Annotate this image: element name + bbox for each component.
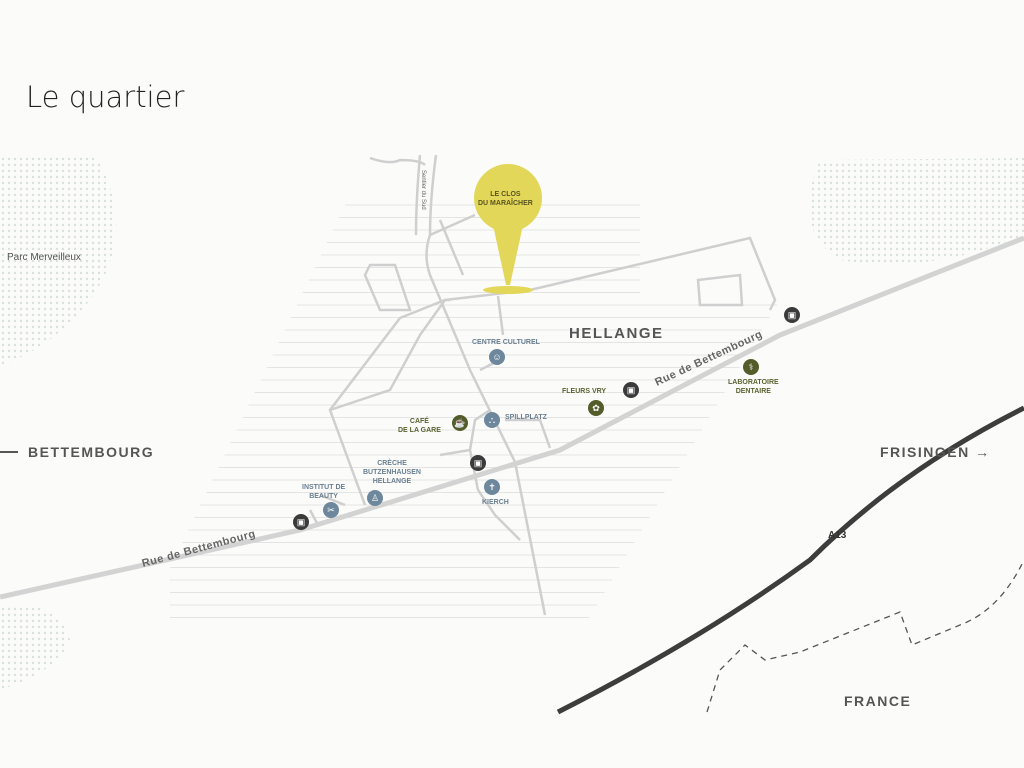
poi-label-institut-line2: BEAUTY (309, 493, 338, 500)
rue-de-bettembourg-road (0, 235, 1024, 600)
church-cross-icon[interactable]: ✝ (484, 479, 500, 495)
project-label: LE CLOS DU MARAÎCHER (478, 190, 533, 208)
border-line (706, 559, 1024, 713)
page-title: Le quartier (26, 80, 185, 114)
project-pin[interactable] (474, 164, 542, 232)
poi-label-spillplatz: SPILLPLATZ (505, 414, 547, 421)
poi-label-labo-line1: LABORATOIRE (728, 379, 779, 386)
flower-icon[interactable]: ✿ (588, 400, 604, 416)
child-icon[interactable]: ♙ (367, 490, 383, 506)
residential-hatch (170, 204, 777, 618)
poi-label-creche-line2: BUTZENHAUSEN (363, 469, 421, 476)
forest-area (0, 604, 70, 690)
road-label-a13: A13 (828, 530, 847, 541)
road-label-sentier: Sentier du Sud (420, 170, 426, 210)
poi-label-labo: LABORATOIRE DENTAIRE (728, 378, 779, 396)
beauty-icon[interactable]: ✂ (323, 502, 339, 518)
town-frisingen-label: FRISINGEN (880, 444, 970, 460)
project-label-line1: LE CLOS (490, 191, 521, 198)
poi-label-creche-line1: CRÈCHE (377, 460, 407, 467)
bus-stop-icon[interactable]: ▣ (784, 307, 800, 323)
poi-label-institut: INSTITUT DE BEAUTY (302, 483, 345, 501)
bus-stop-icon[interactable]: ▣ (293, 514, 309, 530)
project-pin-base (483, 286, 533, 294)
streets (308, 154, 777, 616)
project-label-line2: DU MARAÎCHER (478, 200, 533, 207)
bus-stop-icon[interactable]: ▣ (470, 455, 486, 471)
poi-label-institut-line1: INSTITUT DE (302, 484, 346, 491)
playground-icon[interactable]: ⛬ (484, 412, 500, 428)
theater-icon[interactable]: ☺ (489, 349, 505, 365)
poi-label-cafe-line2: DE LA GARE (398, 427, 441, 434)
town-bettembourg: BETTEMBOURG (28, 444, 155, 460)
poi-label-creche: CRÈCHE BUTZENHAUSEN HELLANGE (363, 459, 421, 486)
project-pin-stem (493, 225, 523, 285)
poi-label-kierch: KIERCH (482, 499, 509, 506)
town-hellange: HELLANGE (569, 325, 664, 342)
road-label-rue-1: Rue de Bettembourg (141, 528, 257, 570)
poi-label-creche-line3: HELLANGE (372, 478, 412, 485)
town-frisingen: FRISINGEN → (880, 444, 991, 460)
forest-area (808, 158, 1024, 265)
poi-label-centre: CENTRE CULTUREL (472, 339, 540, 346)
park-area (0, 155, 117, 365)
tooth-icon[interactable]: ⚕ (743, 359, 759, 375)
a13-motorway (556, 405, 1024, 715)
bus-stop-icon[interactable]: ▣ (623, 382, 639, 398)
poi-label-cafe: CAFÉ DE LA GARE (398, 417, 441, 435)
poi-label-labo-line2: DENTAIRE (735, 388, 771, 395)
arrow-right-icon: → (975, 444, 991, 460)
poi-label-cafe-line1: CAFÉ (409, 418, 429, 425)
poi-label-fleurs: FLEURS VRY (562, 388, 607, 395)
park-label: Parc Merveilleux (7, 252, 81, 263)
country-france: FRANCE (844, 693, 912, 709)
cafe-icon[interactable]: ☕ (452, 415, 468, 431)
